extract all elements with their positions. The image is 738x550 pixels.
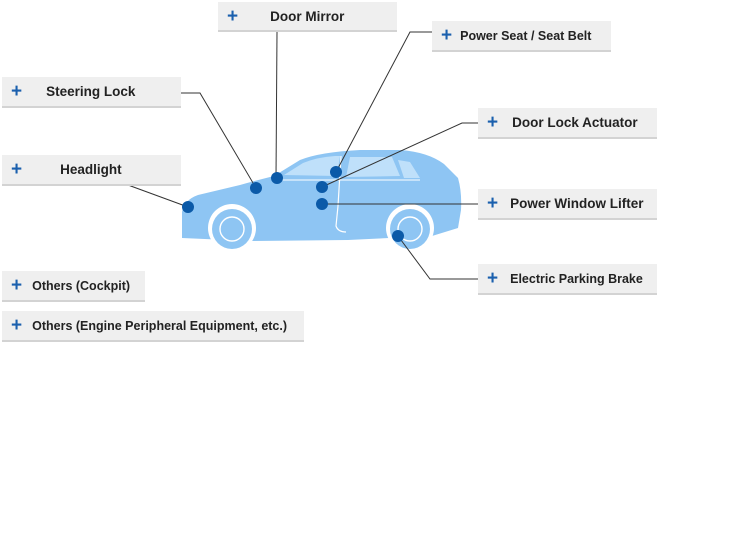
power-seat-seat-belt-label: Power Seat / Seat Belt [460,28,592,43]
plus-icon: + [11,81,23,102]
car-window-front [284,156,340,176]
leader-line-door-mirror [275,31,278,179]
electric-parking-brake-label: Electric Parking Brake [510,271,643,286]
rear-wheel [390,209,430,249]
plus-icon: + [227,5,239,27]
marker-door-lock-actuator[interactable] [316,181,328,193]
plus-icon: + [487,268,499,289]
power-window-lifter-label: Power Window Lifter [510,196,644,211]
rear-wheel-rim [397,216,423,242]
electric-parking-brake-button[interactable]: + Electric Parking Brake [478,264,657,295]
plus-icon: + [441,25,453,46]
leader-line-door-lock-actuator [321,122,478,188]
plus-icon: + [11,315,23,336]
steering-lock-label: Steering Lock [46,84,136,99]
marker-door-mirror[interactable] [271,172,283,184]
steering-lock-button[interactable]: + Steering Lock [2,77,181,108]
car-window-rear [346,157,400,177]
car-window-quarter [398,160,420,178]
leader-line-headlight [127,184,189,208]
power-window-lifter-button[interactable]: + Power Window Lifter [478,189,657,220]
door-lock-actuator-label: Door Lock Actuator [512,115,638,130]
leader-line-steering-lock [180,92,257,189]
marker-headlight[interactable] [182,201,194,213]
others-cockpit-button[interactable]: + Others (Cockpit) [2,271,145,302]
marker-parking-brake[interactable] [392,230,404,242]
marker-power-seat[interactable] [330,166,342,178]
leader-line-power-seat [335,31,432,173]
door-mirror-button[interactable]: + Door Mirror [218,2,397,32]
front-wheel [212,209,252,249]
others-cockpit-label: Others (Cockpit) [32,278,131,293]
car-silhouette [182,150,462,252]
door-mirror-label: Door Mirror [270,8,345,24]
leader-lines [127,31,478,280]
headlight-label: Headlight [60,162,122,177]
headlight-button[interactable]: + Headlight [2,155,181,186]
power-seat-seat-belt-button[interactable]: + Power Seat / Seat Belt [432,21,611,52]
marker-power-window-lifter[interactable] [316,198,328,210]
plus-icon: + [487,193,499,214]
others-engine-peripheral-label: Others (Engine Peripheral Equipment, etc… [32,318,288,333]
plus-icon: + [11,159,23,180]
car-door-line [335,155,347,233]
hotspot-markers [182,166,404,242]
plus-icon: + [487,112,499,133]
others-engine-peripheral-button[interactable]: + Others (Engine Peripheral Equipment, e… [2,311,304,342]
leader-line-parking-brake [397,235,478,280]
door-lock-actuator-button[interactable]: + Door Lock Actuator [478,108,657,139]
plus-icon: + [11,275,23,296]
front-wheel-rim [219,216,245,242]
marker-steering-lock[interactable] [250,182,262,194]
